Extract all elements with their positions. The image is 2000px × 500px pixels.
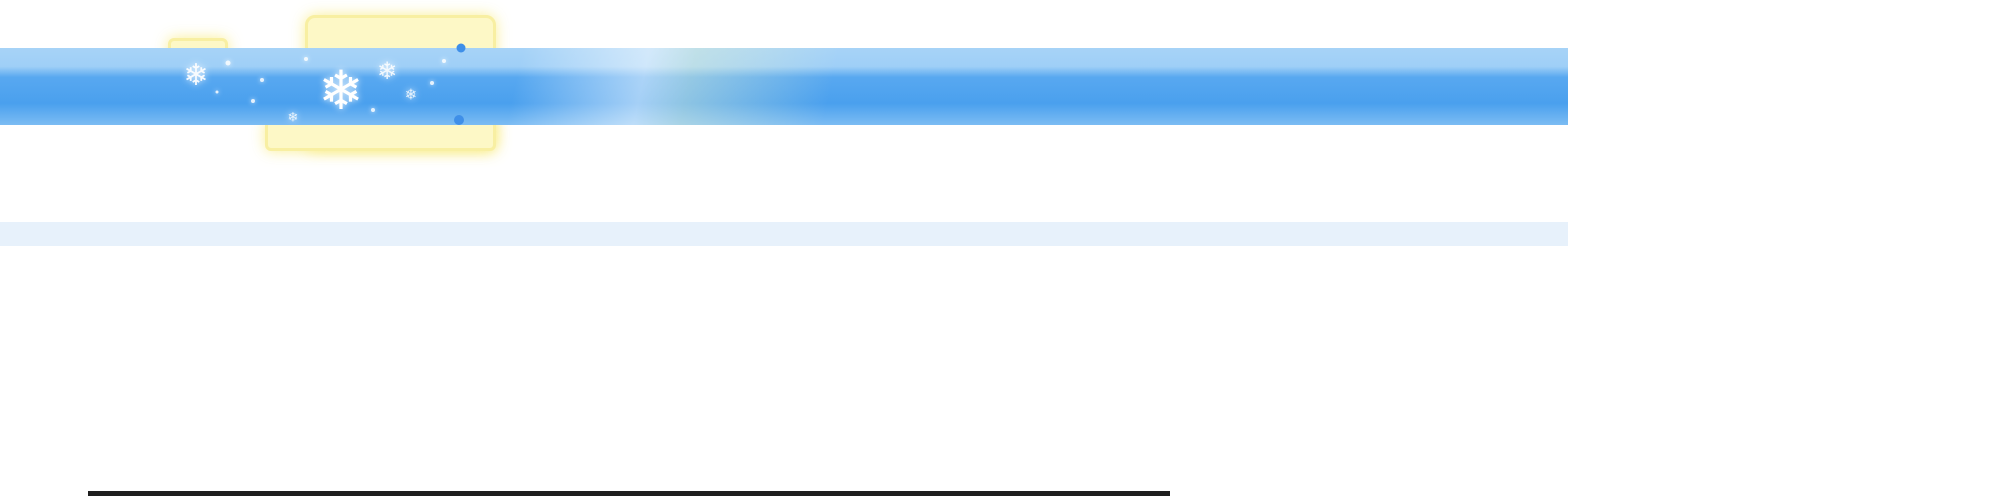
- banner-light-streak: [0, 48, 1568, 125]
- section-strip: [0, 222, 1568, 246]
- winter-promo-banner[interactable]: [0, 48, 1568, 125]
- bottom-divider: [88, 491, 1170, 496]
